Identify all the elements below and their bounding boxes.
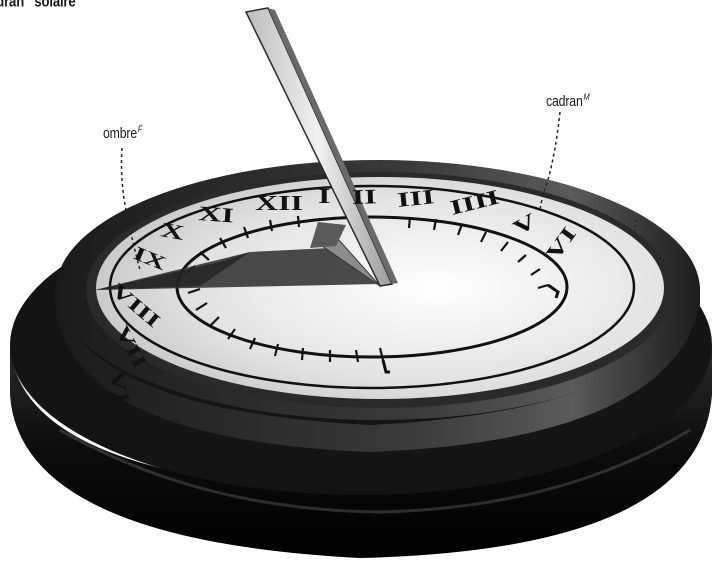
numeral-ii: II <box>351 185 377 209</box>
numeral-xii: XII <box>255 192 303 215</box>
sundial-title-label: cadranM solaire <box>0 0 76 11</box>
dial-label: cadranM <box>546 92 589 110</box>
numeral-x: X <box>159 218 186 245</box>
numeral-i: I <box>318 185 330 208</box>
shadow-label: ombreF <box>103 124 142 142</box>
numeral-iii: III <box>396 185 436 212</box>
numeral-xi: XI <box>198 202 235 228</box>
